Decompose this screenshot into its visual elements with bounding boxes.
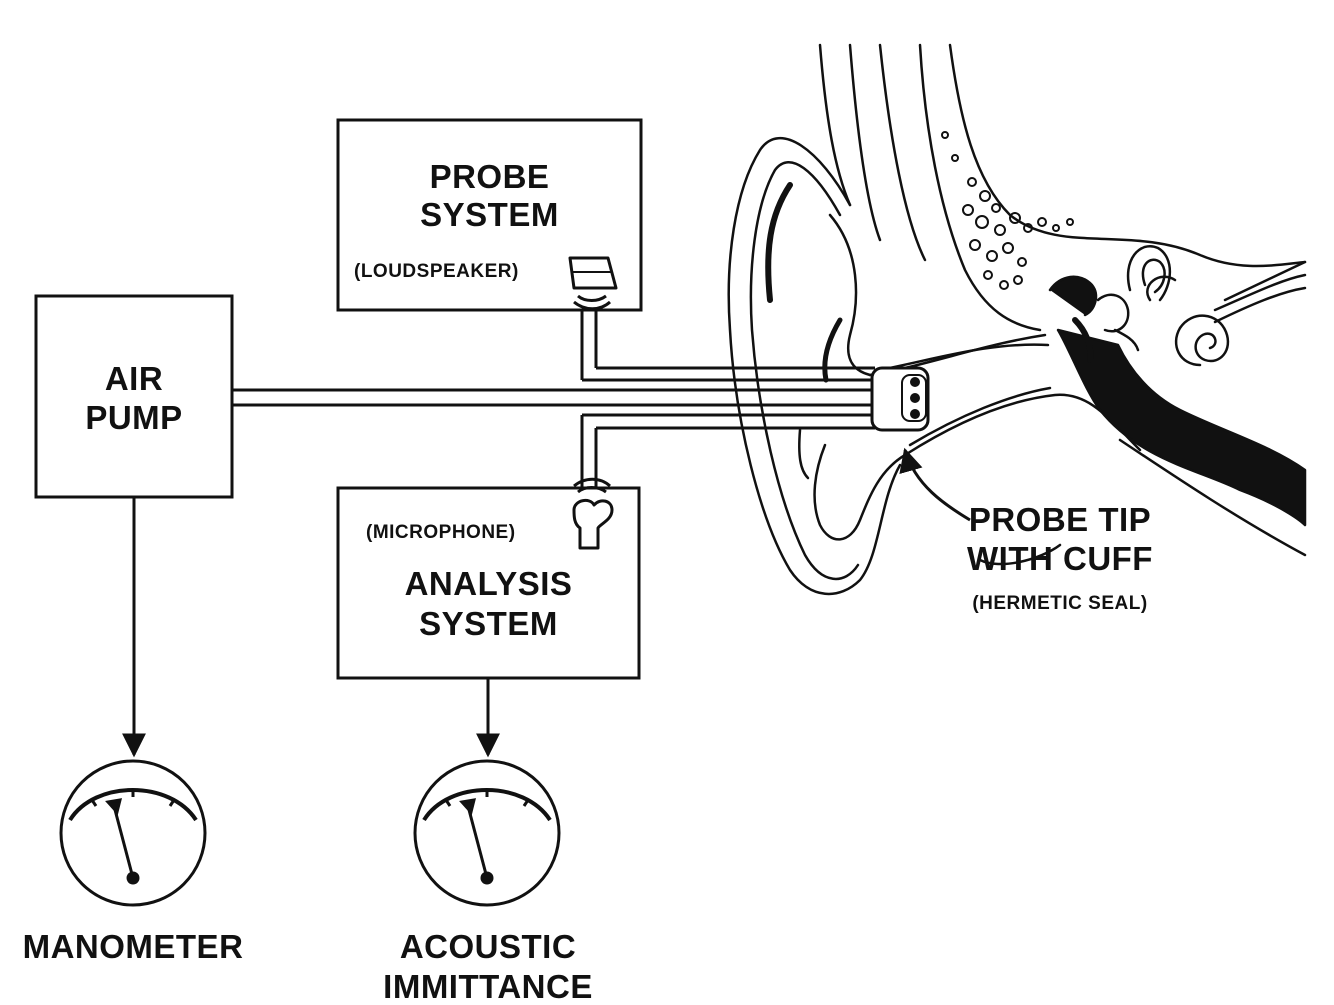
analysis-system-title-line1: ANALYSIS: [404, 565, 573, 602]
air-pump-title-line1: AIR: [104, 360, 164, 397]
air-pump-block: [34, 294, 234, 499]
microphone-icon: [572, 477, 614, 550]
loudspeaker-icon: [568, 256, 618, 311]
acoustic-immittance-label-line1: ACOUSTIC: [399, 928, 577, 965]
loudspeaker-label: (LOUDSPEAKER): [354, 261, 519, 282]
hermetic-seal-label: (HERMETIC SEAL): [972, 593, 1148, 614]
acoustic-immittance-label-line2: IMMITTANCE: [383, 968, 593, 1005]
manometer-gauge-icon: [59, 759, 207, 907]
probe-tip-label-line2: WITH CUFF: [967, 540, 1153, 577]
analysis-system-title-line2: SYSTEM: [419, 605, 558, 642]
air-pump-title-line2: PUMP: [85, 399, 183, 436]
probe-tip: [870, 366, 930, 432]
probe-system-title-line1: PROBE: [429, 158, 550, 195]
connection-tubes: [232, 310, 875, 488]
probe-system-title-line2: SYSTEM: [420, 196, 559, 233]
callout-arrow: [899, 447, 971, 522]
microphone-label: (MICROPHONE): [366, 522, 516, 543]
probe-tip-label-line1: PROBE TIP: [968, 501, 1152, 538]
acoustic-immittance-gauge-icon: [413, 759, 561, 907]
manometer-label: MANOMETER: [22, 928, 244, 965]
